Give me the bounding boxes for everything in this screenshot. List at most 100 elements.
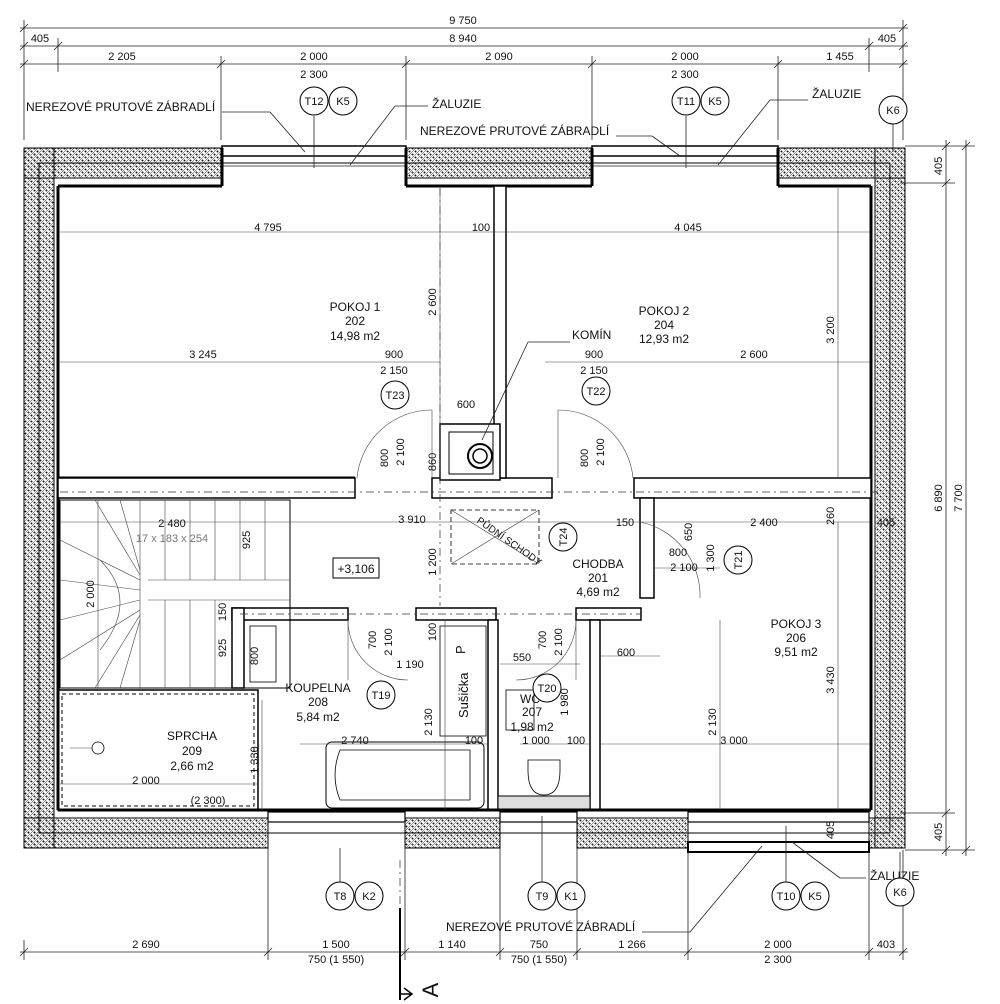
dim-3430: 3 430 [825,666,837,694]
dim-4045: 4 045 [674,222,702,234]
dim-bottom-opening-1: 750 (1 550) [308,954,364,966]
note-railing-bottom: NEREZOVÉ PRUTOVÉ ZÁBRADLÍ [446,919,636,934]
dim-2100a: 2 100 [395,438,407,466]
axis-lines [60,188,880,615]
dim-bottom-opening-3: 2 300 [764,954,792,966]
tag-k6-bottom: K6 [893,887,906,899]
dim-260: 260 [825,507,837,525]
interior-dimension-labels: 4 795 100 4 045 2 600 3 200 3 245 900 2 … [85,222,895,839]
note-blinds-top-right: ŽALUZIE [812,86,861,101]
attic-stairs-hatch [450,509,540,565]
dim-1330: 1 330 [249,746,261,774]
dim-bottom-opening-2: 750 (1 550) [511,954,567,966]
dim-900a: 900 [385,349,403,361]
chimney-flue [467,443,493,469]
tags: T12 K5 T11 K5 K6 T23 T22 T24 T21 T19 T20… [299,86,915,911]
dim-700b: 700 [537,631,549,649]
dim-2400: 2 400 [750,517,778,529]
washbasin [249,625,277,683]
exterior-walls [23,147,906,849]
room-koupelna-name: KOUPELNA [285,681,350,695]
dim-2300-parenthesized: (2 300) [191,795,226,807]
dim-700a: 700 [367,631,379,649]
dim-925a: 925 [241,531,253,549]
room-sprcha-number: 209 [182,744,202,758]
room-pokoj2-number: 204 [654,318,674,332]
dim-top-seg-1: 2 205 [108,51,136,63]
bathtub [325,741,485,809]
bottom-dimension-lines: 2 690 1 500 1 140 750 1 266 2 000 403 75… [19,816,908,966]
dim-800c: 800 [669,547,687,559]
dim-bottom-seg-5: 1 266 [618,939,646,951]
room-wc-area: 1,98 m2 [510,720,554,734]
room-koupelna-area: 5,84 m2 [296,710,340,724]
dim-top-right-wall: 405 [878,33,896,45]
dim-2600-horizontal: 2 600 [740,349,768,361]
tag-t23: T23 [386,390,405,402]
dim-100a: 100 [472,222,490,234]
tag-t22: T22 [587,386,606,398]
section-label: A [418,982,443,997]
tag-k5-top-right: K5 [708,96,721,108]
tag-t11: T11 [677,96,695,108]
tag-t8: T8 [334,891,347,903]
shower-head [91,741,105,755]
dim-925b: 925 [217,639,229,657]
dim-405d: 405 [825,821,837,839]
tag-t20: T20 [538,683,557,695]
dim-bottom-seg-2: 1 500 [322,939,350,951]
dim-stair-steps: 17 x 183 x 254 [136,533,208,545]
dryer [439,625,487,737]
tag-k6-top: K6 [886,105,899,117]
tag-t12: T12 [305,96,324,108]
dim-800d: 800 [249,647,261,665]
room-pokoj3-number: 206 [786,631,806,645]
dim-top-opening-2: 2 300 [671,69,699,81]
right-dimension-lines: 405 6 890 7 700 405 [900,140,975,856]
dim-1000: 1 000 [522,735,550,747]
fixtures [70,443,561,809]
dim-bottom-seg-1: 2 690 [132,939,160,951]
dim-right-inner: 6 890 [933,484,945,512]
room-chodba-name: CHODBA [572,557,623,571]
dim-800a: 800 [379,449,391,467]
interior-dimension-lines [60,186,870,810]
room-sprcha-name: SPRCHA [167,729,217,743]
room-pokoj3-area: 9,51 m2 [774,645,818,659]
dim-2000-vertical: 2 000 [85,580,97,608]
dim-600b: 600 [617,647,635,659]
dim-2130b: 2 130 [707,708,719,736]
room-pokoj1-name: POKOJ 1 [330,300,381,314]
dim-2100e: 2 100 [553,628,565,656]
note-chimney: KOMÍN [572,327,611,342]
dim-100b: 100 [427,623,439,641]
dim-top-inner: 8 940 [449,33,477,45]
toilet-bowl [527,759,561,796]
tag-k1: K1 [564,891,577,903]
dim-1190: 1 190 [396,659,424,671]
dim-405c: 405 [877,517,895,529]
tag-t24: T24 [558,528,570,547]
room-koupelna-number: 208 [308,695,328,709]
dim-bottom-seg-4: 750 [530,939,548,951]
dim-900b: 900 [585,349,603,361]
tag-t19: T19 [372,690,391,702]
dim-right-total: 7 700 [953,484,965,512]
tag-t10: T10 [777,891,796,903]
dim-3200-vertical: 3 200 [825,316,837,344]
room-pokoj3-name: POKOJ 3 [771,617,822,631]
door-swings [347,409,701,681]
note-blinds-bottom: ŽALUZIE [870,868,919,883]
dim-top-left-wall: 405 [31,33,49,45]
dim-2130a: 2 130 [423,708,435,736]
note-railing-top-left: NEREZOVÉ PRUTOVÉ ZÁBRADLÍ [26,99,216,114]
dim-2100d: 2 100 [383,628,395,656]
dim-2480: 2 480 [158,518,186,530]
room-chodba-number: 201 [588,571,608,585]
dim-top-seg-4: 2 000 [671,51,699,63]
dim-100c: 100 [465,735,483,747]
dim-right-top-wall: 405 [933,157,945,175]
note-dryer: Sušička [456,672,471,718]
note-blinds-top-left: ŽALUZIE [432,96,481,111]
